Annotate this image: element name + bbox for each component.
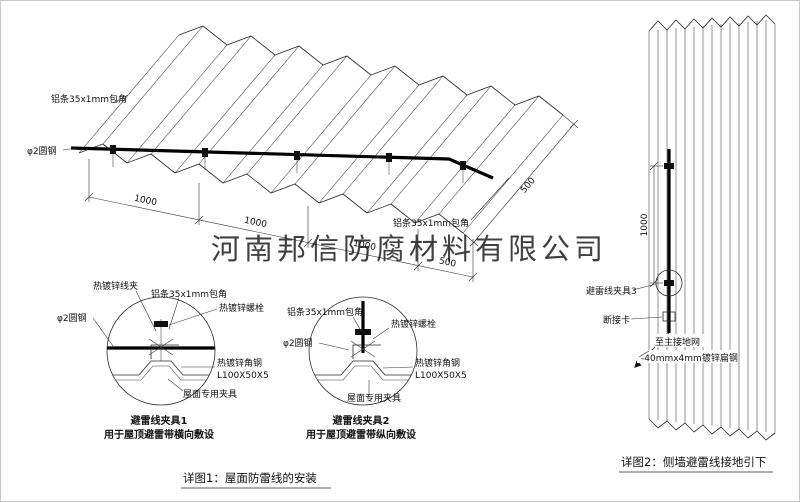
conductor-clamp bbox=[664, 280, 674, 286]
roof-label-round-steel: φ2圆钢 bbox=[27, 145, 57, 157]
detail-view-1: 热镀锌线夹 铝条35x1mm包角 热镀锌螺栓 φ2圆钢 热镀锌角钢 L100X5… bbox=[57, 280, 269, 441]
wall-label-flat-steel: -40mmx4mm镀锌扁钢 bbox=[641, 352, 738, 364]
dimension-label: 500 bbox=[519, 176, 538, 196]
disconnect-clamp bbox=[662, 311, 676, 322]
roof-back-profile bbox=[178, 25, 564, 116]
detail1-labels: 热镀锌线夹 铝条35x1mm包角 热镀锌螺栓 φ2圆钢 热镀锌角钢 L100X5… bbox=[57, 280, 269, 400]
detail1-circle bbox=[106, 296, 216, 406]
wall-label-clamp3: 避雷线夹具3 bbox=[586, 285, 637, 297]
detail2-label-al-strip: 铝条35x1mm包角 bbox=[287, 306, 363, 318]
caption-detail1: 详图1：屋面防雷线的安装 bbox=[183, 471, 317, 485]
caption-detail2: 详图2：侧墙避雷线接地引下 bbox=[621, 455, 766, 469]
detail1-subtitle: 用于屋顶避雷带横向敷设 bbox=[103, 428, 214, 441]
dimension-label: 1000 bbox=[243, 216, 268, 231]
captions: 详图1：屋面防雷线的安装 详图2：侧墙避雷线接地引下 bbox=[181, 455, 773, 489]
roof-corrugation-ridge-lines bbox=[78, 25, 564, 234]
wall-elevation-view: 1000 避雷线夹具3 断接卡 至主接地网 -40mmx4mm镀锌扁钢 bbox=[586, 14, 776, 441]
roof-label-al-strip-top: 铝条35x1mm包角 bbox=[51, 93, 127, 105]
wire-clamp bbox=[110, 145, 116, 167]
detail2-title: 避雷线夹具2 bbox=[332, 414, 390, 427]
detail2-circle bbox=[308, 296, 418, 406]
wall-labels: 避雷线夹具3 断接卡 至主接地网 -40mmx4mm镀锌扁钢 bbox=[586, 283, 738, 364]
wire-clamp bbox=[460, 161, 466, 183]
wire-clamp bbox=[386, 153, 392, 175]
detail2-label-angle-spec: L100X50X5 bbox=[415, 371, 467, 381]
roof-isometric-view: 铝条35x1mm包角 φ2圆钢 铝条35x1mm包角 1000 1000 100… bbox=[27, 25, 579, 282]
roof-edge-dimension: 500 bbox=[462, 114, 579, 247]
detail-view-2: 铝条35x1mm包角 热镀锌螺栓 φ2圆钢 热镀锌角钢 L100X50X5 屋面… bbox=[283, 296, 467, 441]
wire-clamps bbox=[110, 145, 466, 183]
lightning-wire bbox=[70, 146, 494, 180]
conductor-clamp bbox=[664, 163, 674, 169]
detail1-title: 避雷线夹具1 bbox=[130, 414, 188, 427]
detail1-label-angle-steel: 热镀锌角钢 bbox=[217, 357, 262, 369]
detail1-interior bbox=[107, 319, 215, 381]
roof-labels: 铝条35x1mm包角 φ2圆钢 铝条35x1mm包角 bbox=[27, 93, 510, 229]
detail1-label-al-strip: 铝条35x1mm包角 bbox=[151, 288, 227, 300]
wire-clamp bbox=[294, 151, 300, 173]
detail2-label-angle-steel: 热镀锌角钢 bbox=[415, 357, 460, 369]
detail2-label-round-steel: φ2圆钢 bbox=[283, 337, 313, 349]
detail2-interior bbox=[309, 301, 417, 381]
dimension-label: 1000 bbox=[640, 213, 650, 236]
detail2-subtitle: 用于屋顶避雷带纵向敷设 bbox=[305, 428, 416, 441]
detail1-label-angle-spec: L100X50X5 bbox=[217, 371, 269, 381]
roof-front-profile bbox=[78, 143, 464, 234]
wall-label-to-ground: 至主接地网 bbox=[655, 336, 700, 348]
roof-dimension-chain: 1000 1000 1000 500 bbox=[84, 159, 478, 282]
roof-label-al-strip-right: 铝条35x1mm包角 bbox=[393, 217, 469, 229]
detail2-label-roof-clamp: 屋面专用夹具 bbox=[347, 392, 401, 404]
wire-clamp bbox=[202, 148, 208, 170]
dimension-label: 1000 bbox=[133, 194, 158, 209]
detail1-label-bolt: 热镀锌螺栓 bbox=[219, 302, 264, 314]
detail1-label-wire-clip: 热镀锌线夹 bbox=[93, 280, 138, 292]
detail2-label-bolt: 热镀锌螺栓 bbox=[391, 318, 436, 330]
detail2-labels: 铝条35x1mm包角 热镀锌螺栓 φ2圆钢 热镀锌角钢 L100X50X5 屋面… bbox=[283, 306, 467, 404]
dimension-label: 500 bbox=[438, 256, 457, 269]
dimension-label: 1000 bbox=[352, 239, 377, 254]
detail1-label-roof-clamp: 屋面专用夹具 bbox=[183, 388, 237, 400]
wall-dimension: 1000 bbox=[640, 161, 663, 288]
wall-label-disconnect: 断接卡 bbox=[603, 314, 630, 326]
watermark-text: 河南邦信防腐材料有限公司 bbox=[211, 232, 607, 266]
detail1-label-round-steel: φ2圆钢 bbox=[57, 312, 87, 324]
